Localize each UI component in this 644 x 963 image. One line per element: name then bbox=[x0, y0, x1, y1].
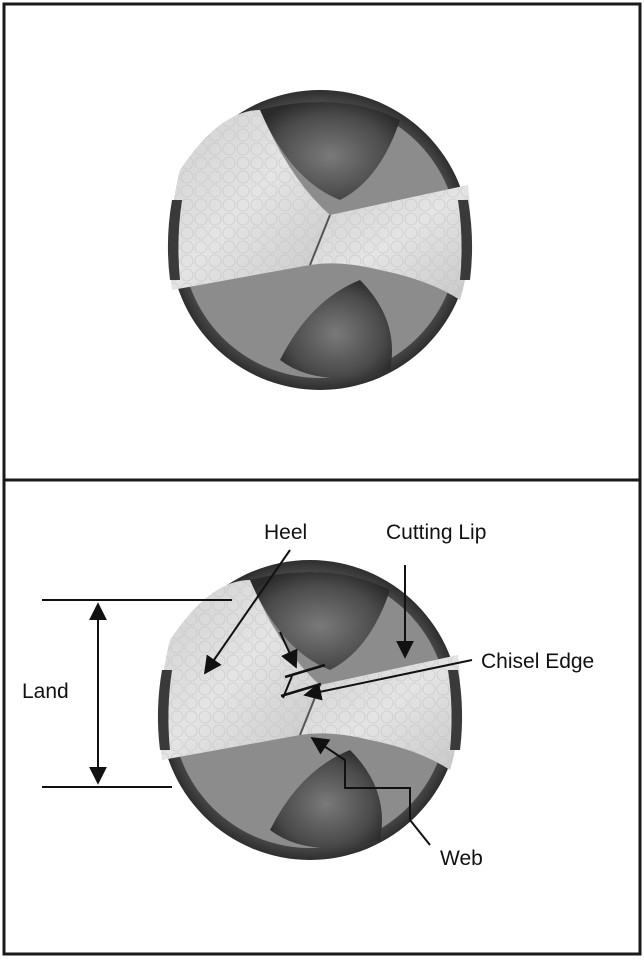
web-label-leader bbox=[410, 820, 430, 845]
label-cutting-lip: Cutting Lip bbox=[386, 522, 486, 543]
label-land: Land bbox=[22, 681, 69, 702]
label-chisel-edge: Chisel Edge bbox=[481, 651, 594, 672]
label-web: Web bbox=[440, 848, 483, 869]
label-heel: Heel bbox=[264, 522, 307, 543]
drill-tip-annotated bbox=[158, 560, 462, 860]
drill-tip-photo bbox=[168, 90, 472, 390]
